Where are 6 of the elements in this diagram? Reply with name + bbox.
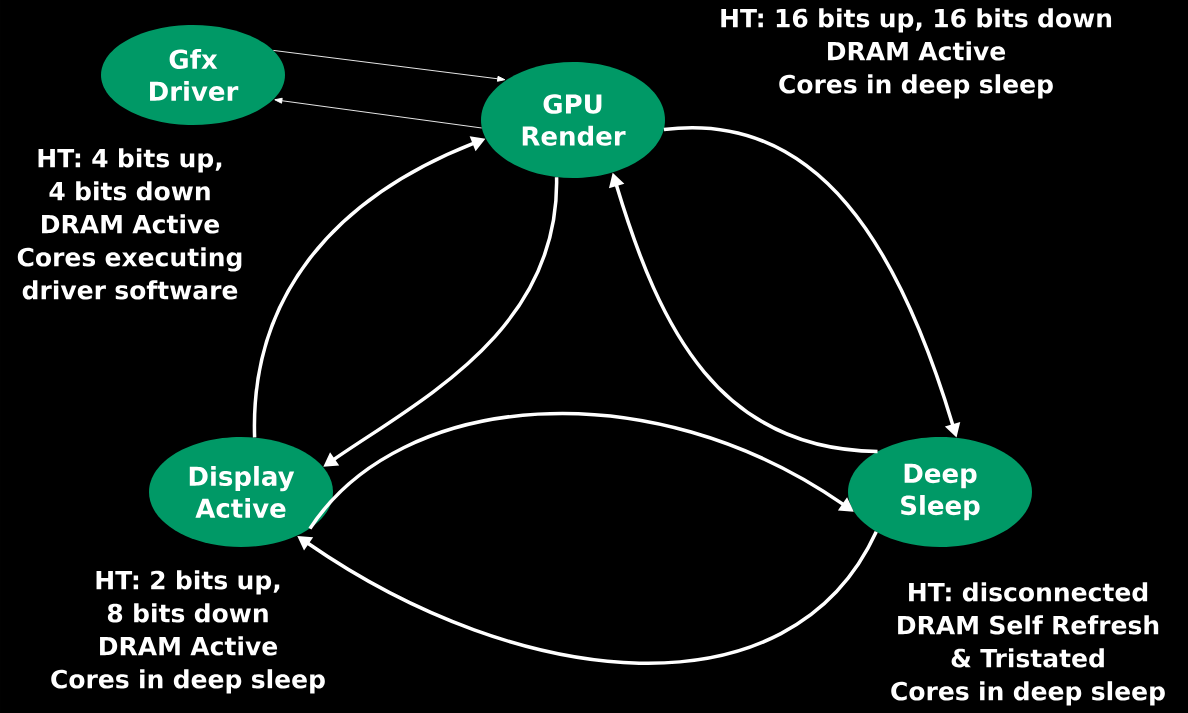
- state-description: HT: 2 bits up, 8 bits down DRAM Active Cores in deep sleep: [51, 570, 325, 694]
- state-description: HT: 4 bits up, 4 bits down DRAM Active Cores executing driver software: [17, 148, 242, 300]
- state-description: HT: disconnected DRAM Self Refresh & Tristated Cores in deep sleep: [891, 582, 1165, 706]
- arrow: [272, 49, 506, 82]
- arrow: [274, 97, 483, 129]
- state-description: HT: 16 bits up, 16 bits down DRAM Active Cores in deep sleep: [721, 8, 1112, 99]
